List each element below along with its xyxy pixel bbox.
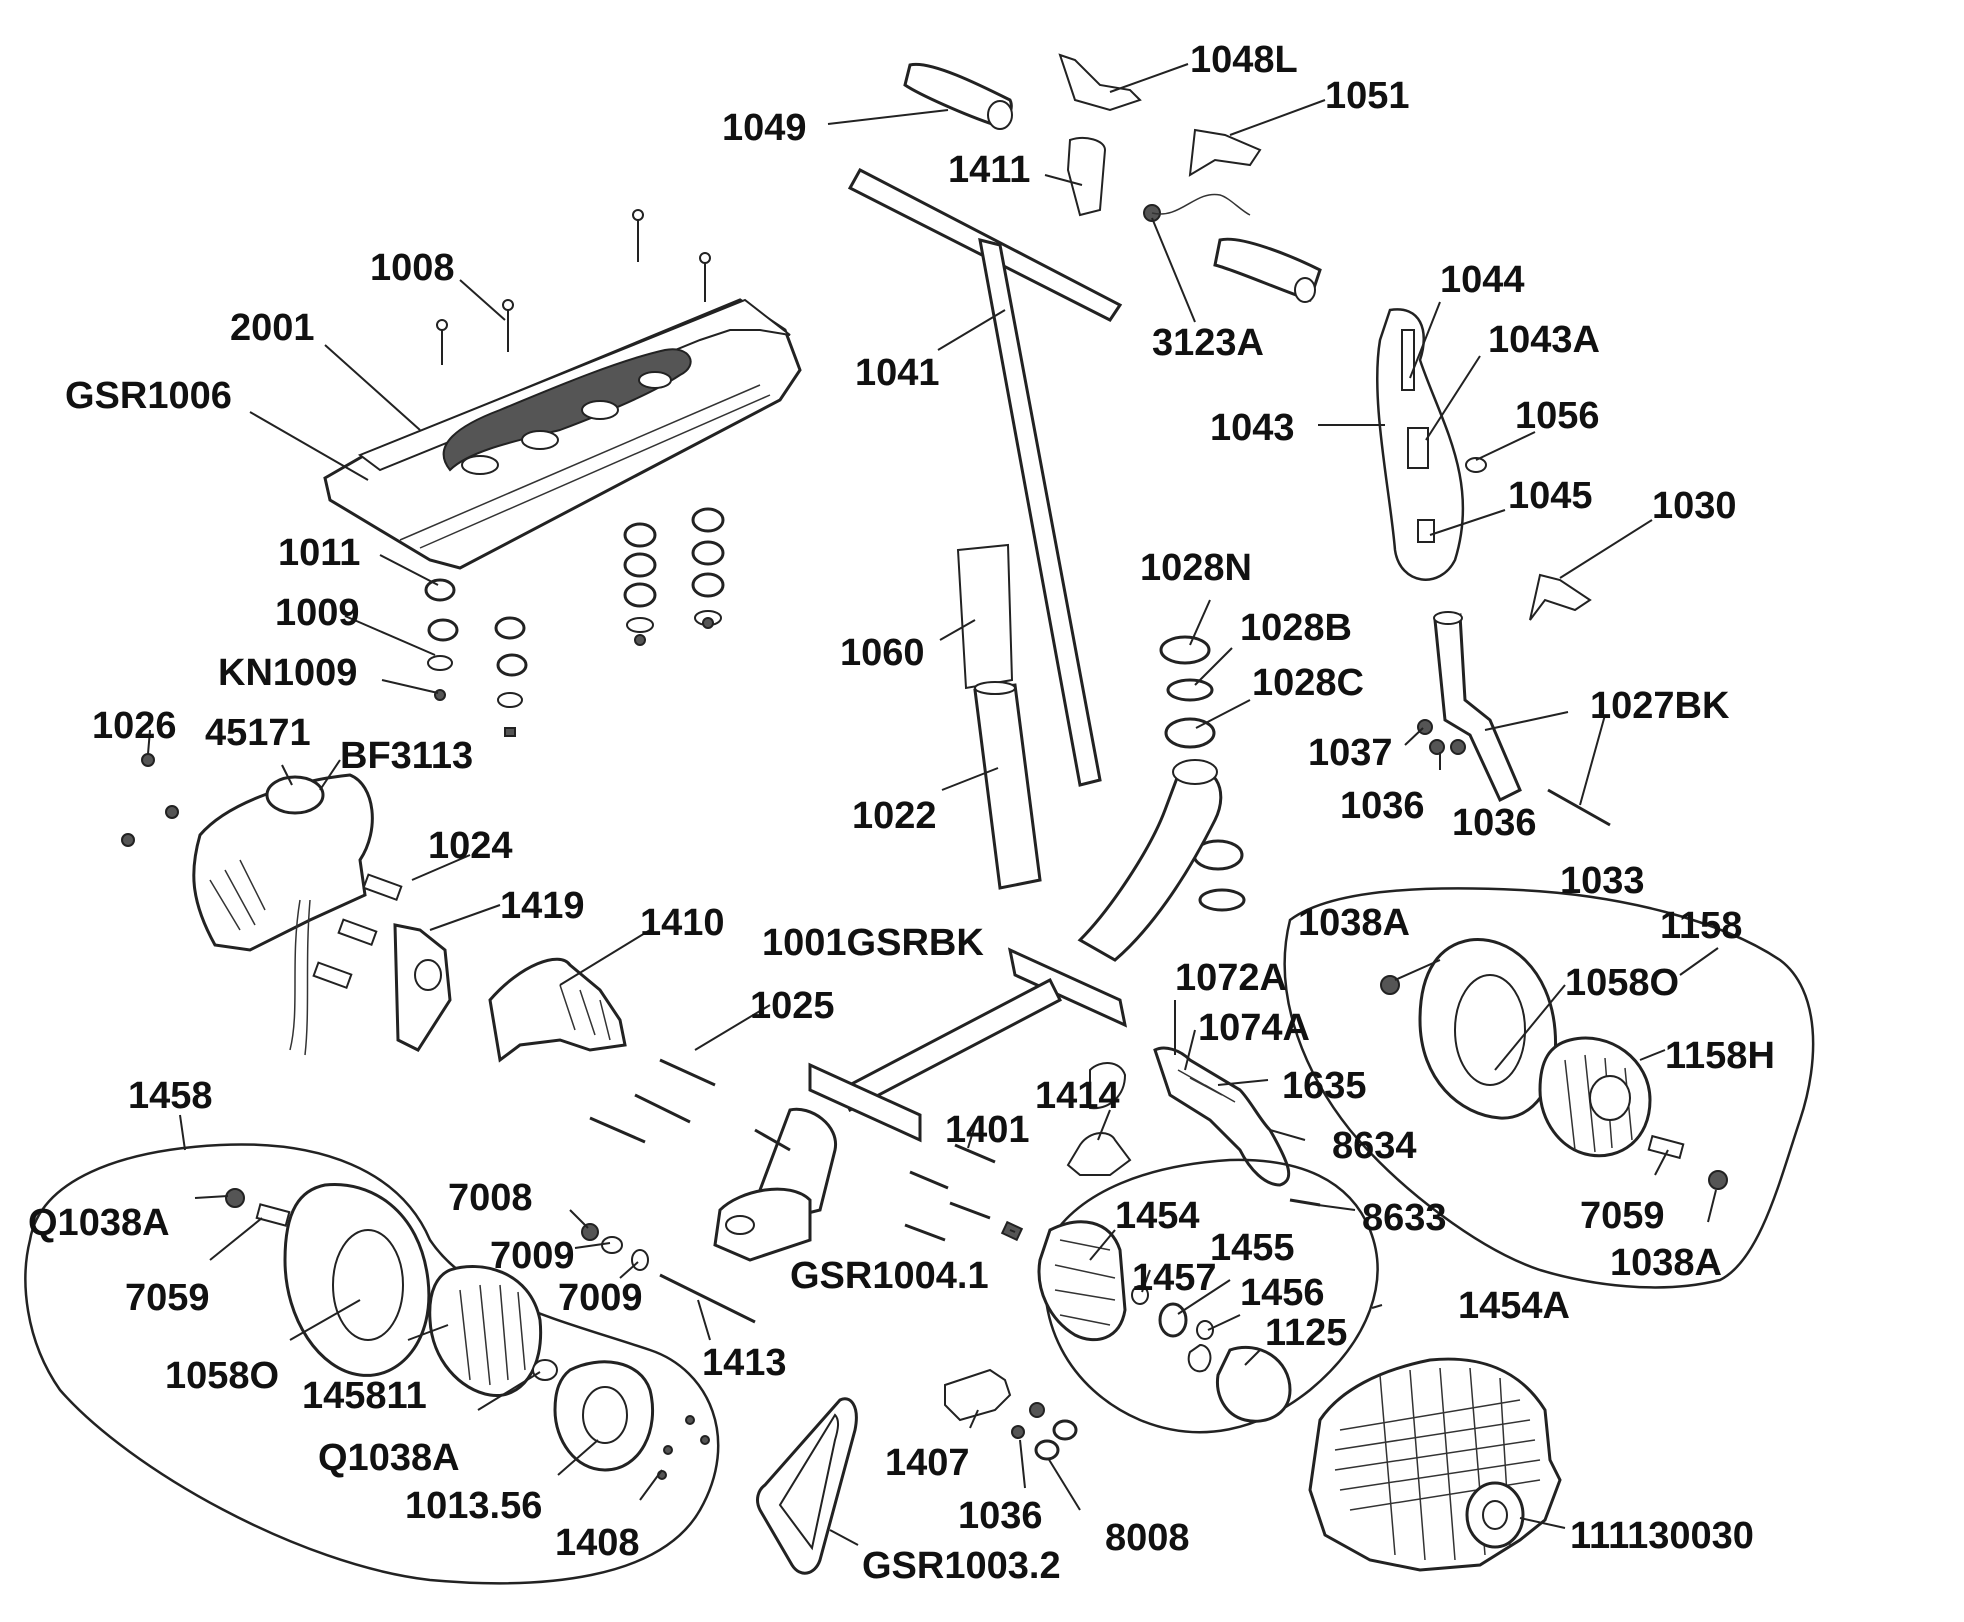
label-1455: 1455 [1210,1227,1295,1269]
label-1049: 1049 [722,107,807,149]
label-1414: 1414 [1035,1075,1120,1117]
label-1030: 1030 [1652,485,1737,527]
label-1051: 1051 [1325,75,1410,117]
label-1028C: 1028C [1252,662,1364,704]
label-1158H: 1158H [1665,1035,1775,1077]
label-1044: 1044 [1440,259,1525,301]
label-Q1038A-a: Q1038A [28,1202,170,1244]
deck-bushings [424,507,725,737]
engine-mount [312,873,716,1144]
label-Q1038A-b: Q1038A [318,1437,460,1479]
clutch-group [904,1062,1379,1434]
label-1411: 1411 [948,149,1030,191]
label-1026: 1026 [92,705,177,747]
label-GSR1004.1: GSR1004.1 [790,1255,989,1297]
label-3123A: 3123A [1152,322,1264,364]
label-7008: 7008 [448,1177,533,1219]
label-1454: 1454 [1115,1195,1200,1237]
label-1045: 1045 [1508,475,1593,517]
label-1072A: 1072A [1175,957,1287,999]
label-KN1009: KN1009 [218,652,357,694]
deck-bolts [436,209,711,365]
label-8633: 8633 [1362,1197,1447,1239]
label-1056: 1056 [1515,395,1600,437]
label-1033: 1033 [1560,860,1645,902]
axle-parts [944,1368,1078,1461]
label-1635: 1635 [1282,1065,1367,1107]
label-1028B: 1028B [1240,607,1352,649]
main-frame [713,759,1223,1262]
label-1024: 1024 [428,825,513,867]
label-1048L: 1048L [1190,39,1298,81]
label-8008: 8008 [1105,1517,1190,1559]
front-fork [1417,611,1611,827]
label-8634: 8634 [1332,1125,1417,1167]
label-1158: 1158 [1660,905,1742,947]
label-1407: 1407 [885,1442,970,1484]
illustration [24,53,1815,1585]
spring-and-tube [956,543,1042,890]
leader-lines [147,63,1719,1546]
label-1036-a: 1036 [1340,785,1425,827]
label-1001GSRBK: 1001GSRBK [762,922,984,964]
label-111130030: 111130030 [1570,1515,1754,1557]
label-7059-b: 7059 [125,1277,210,1319]
label-45171: 45171 [205,712,311,754]
label-1125: 1125 [1265,1312,1347,1354]
label-1037: 1037 [1308,732,1393,774]
label-1456: 1456 [1240,1272,1325,1314]
label-1410: 1410 [640,902,725,944]
label-1043: 1043 [1210,407,1295,449]
label-1060: 1060 [840,632,925,674]
label-BF3113: BF3113 [340,735,473,777]
label-1041: 1041 [855,352,940,394]
label-1036-b: 1036 [1452,802,1537,844]
rear-wheel-group [24,1143,756,1585]
bracket-1414 [1066,1132,1132,1176]
label-7009-b: 7009 [558,1277,643,1319]
label-1011: 1011 [278,532,360,574]
label-2001: 2001 [230,307,315,349]
label-1038A-b: 1038A [1610,1242,1722,1284]
label-7059-a: 7059 [1580,1195,1665,1237]
label-1457: 1457 [1132,1257,1217,1299]
handlebar [847,53,1322,787]
label-1043A: 1043A [1488,319,1600,361]
headset-bearings [1159,635,1246,912]
label-1009: 1009 [275,592,360,634]
label-1408: 1408 [555,1522,640,1564]
label-1058O-b: 1058O [165,1355,279,1397]
label-1022: 1022 [852,795,937,837]
label-GSR1006: GSR1006 [65,375,232,417]
label-145811: 145811 [302,1375,427,1417]
label-GSR1003.2: GSR1003.2 [862,1545,1061,1587]
label-1025: 1025 [750,985,835,1027]
drive-belt [756,1397,858,1575]
front-wheel-group [1283,887,1815,1289]
part-labels: 1049 1048L 1051 1411 3123A 1008 2001 GSR… [28,39,1775,1587]
label-1074A: 1074A [1198,1007,1310,1049]
engine [1308,1357,1562,1572]
label-1458: 1458 [128,1075,213,1117]
label-1038A-a: 1038A [1298,902,1410,944]
label-1027BK: 1027BK [1590,685,1730,727]
folding-clamp [1375,308,1592,621]
label-1419: 1419 [500,885,585,927]
brake-lever [1153,1046,1321,1207]
label-1036-c: 1036 [958,1495,1043,1537]
label-1008: 1008 [370,247,455,289]
fuel-tank [121,753,374,1056]
label-7009-a: 7009 [490,1235,575,1277]
label-1028N: 1028N [1140,547,1252,589]
deck-plate [323,298,802,570]
label-1013.56: 1013.56 [405,1485,542,1527]
label-1413: 1413 [702,1342,787,1384]
label-1401: 1401 [945,1109,1030,1151]
label-1058O-a: 1058O [1565,962,1679,1004]
label-1454A: 1454A [1458,1285,1570,1327]
